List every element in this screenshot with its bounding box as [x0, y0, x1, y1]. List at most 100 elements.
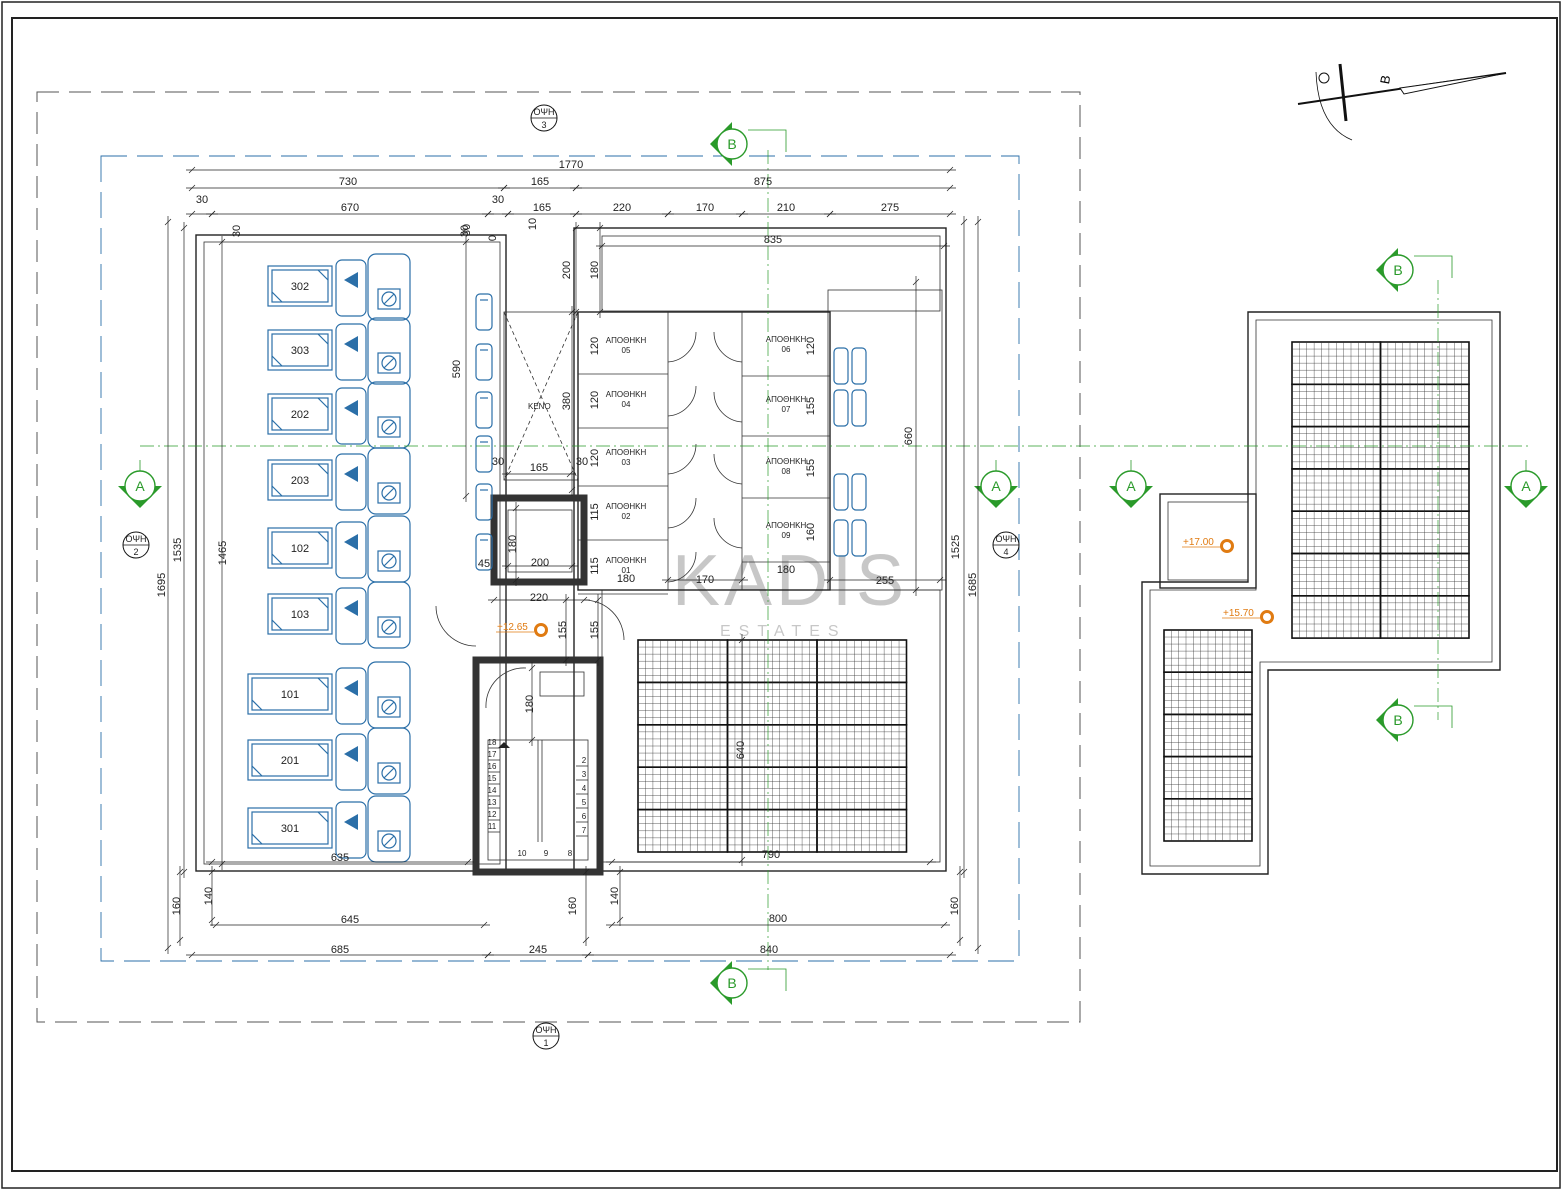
solar-heater-unit: 303 [267, 317, 411, 385]
section-tick [748, 129, 787, 152]
dimension-tick [940, 921, 948, 929]
tank-valve-circle [381, 765, 397, 781]
dimension-tick [500, 184, 508, 192]
dimension-label: 10 [527, 218, 539, 230]
water-tank [367, 727, 411, 795]
dimension-tick [464, 858, 472, 866]
solar-panel-hatch [271, 419, 283, 431]
storage-number: 09 [782, 531, 791, 540]
dimension-label: 635 [331, 852, 349, 864]
section-circle [716, 128, 748, 160]
section-marker-b: B [710, 961, 787, 1005]
dimension-tick [826, 576, 834, 584]
tank-valve-slash [383, 767, 395, 779]
dimension-tick [584, 951, 592, 959]
water-tank [367, 317, 411, 385]
storage-dim: 115 [589, 557, 601, 575]
section-circle [1382, 254, 1414, 286]
solar-panel-inner [271, 397, 329, 431]
dimension-tick [946, 166, 954, 174]
water-tank [367, 447, 411, 515]
section-label: A [135, 478, 145, 494]
dimension-tick [490, 596, 498, 604]
right-roof-inner [601, 235, 941, 312]
tank-valve-slash [383, 621, 395, 633]
dimension-label: 790 [762, 849, 780, 861]
collector-arrow-icon [344, 680, 358, 696]
collector-small [475, 483, 493, 521]
section-marker-a: A [118, 460, 162, 508]
collector-small [833, 389, 849, 427]
dimension-tick [912, 586, 920, 594]
solar-panel-hatch [271, 553, 283, 565]
elevation-number: 4 [1003, 547, 1008, 557]
dimension-tick [504, 210, 512, 218]
plot-boundary-inner [100, 155, 1020, 962]
dimension-tick [164, 944, 172, 952]
dimension-label: 180 [777, 564, 795, 576]
dimension-tick [572, 184, 580, 192]
dimension-tick [462, 492, 470, 500]
pv-array-lower-roof [1163, 629, 1253, 842]
dimension-tick [504, 470, 512, 478]
left-roof-outer [195, 234, 507, 872]
solar-collector [335, 323, 367, 381]
dimension-tick [562, 656, 570, 664]
dimension-label: 45 [478, 558, 490, 570]
tank-valve-circle [381, 355, 397, 371]
dimension-label: 875 [754, 176, 772, 188]
solar-unit-label: 101 [281, 689, 299, 701]
solar-panel-frame [247, 673, 333, 715]
dimension-label: 670 [341, 202, 359, 214]
dimension-tick [738, 856, 746, 864]
tank-valve-circle [381, 619, 397, 635]
dimension-tick [176, 936, 184, 944]
solar-heater-unit: 202 [267, 381, 411, 449]
dimension-label: 685 [331, 944, 349, 956]
solar-collector [335, 587, 367, 645]
dimension-label: 170 [696, 202, 714, 214]
dimension-label: 140 [203, 887, 215, 905]
collector-arrow-icon [344, 272, 358, 288]
storage-name: ΑΠΟΘΗΚΗ [766, 457, 807, 466]
storage-name: ΑΠΟΘΗΚΗ [606, 448, 647, 457]
dimension-label: 245 [529, 944, 547, 956]
solar-collector [335, 259, 367, 317]
dimension-tick [912, 278, 920, 286]
solar-panel-frame [267, 329, 333, 371]
dimension-label: 160 [171, 897, 183, 915]
storage-number: 08 [782, 467, 791, 476]
dimension-tick [974, 218, 982, 226]
stair-step-label: 2 [582, 756, 587, 765]
tank-valve-icon [377, 482, 401, 504]
dimension-tick [218, 860, 226, 868]
dimension-label: 180 [617, 573, 635, 585]
storage-name: ΑΠΟΘΗΚΗ [766, 521, 807, 530]
storage-number: 07 [782, 405, 791, 414]
dimension-tick [582, 868, 590, 876]
collector-small [851, 347, 867, 385]
solar-panel-inner [271, 269, 329, 303]
section-marker-b: B [1376, 698, 1453, 742]
dimension-label: 155 [557, 621, 569, 639]
elevation-number: 3 [541, 120, 546, 130]
solar-panel-hatch [317, 811, 329, 823]
watermark-sub: ESTATES [720, 623, 847, 640]
dimension-label: 210 [777, 202, 795, 214]
solar-panel-hatch [317, 463, 329, 475]
stair-step-label: 13 [488, 798, 497, 807]
tank-valve-icon [377, 550, 401, 572]
storage-dim: 120 [589, 337, 601, 355]
level-marker-stair: +12.65 [496, 622, 548, 637]
solar-unit-label: 103 [291, 609, 309, 621]
solar-panel-inner [251, 677, 329, 711]
storage-block [577, 311, 831, 591]
storage-number: 01 [622, 566, 631, 575]
solar-panel-inner [251, 811, 329, 845]
solar-collector [335, 801, 367, 859]
storage-name: ΑΠΟΘΗΚΗ [766, 395, 807, 404]
dimension-label: 30 [461, 224, 473, 236]
solar-panel-frame [267, 459, 333, 501]
